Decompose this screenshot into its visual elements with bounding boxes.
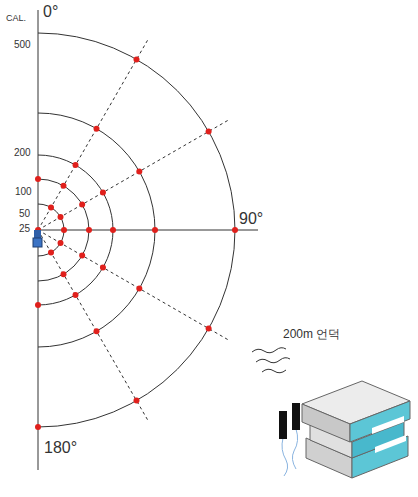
horizontal-axis	[38, 230, 258, 231]
measure-point	[73, 292, 79, 298]
wire	[292, 429, 297, 469]
measure-point	[136, 286, 142, 292]
measure-point	[48, 250, 54, 256]
range-label: 200	[14, 148, 31, 158]
measure-point	[79, 253, 85, 259]
angle-label: 90°	[239, 211, 263, 227]
hill-line	[252, 348, 286, 353]
measure-points	[35, 56, 238, 430]
angle-label: 0°	[43, 4, 58, 20]
building	[302, 381, 410, 478]
measure-point	[48, 204, 54, 210]
measure-point	[79, 202, 85, 208]
measure-point	[134, 398, 140, 404]
measure-point	[232, 227, 238, 233]
polar-grid	[38, 10, 258, 470]
building-face	[302, 404, 350, 442]
microphone	[279, 411, 287, 439]
measure-point	[94, 126, 100, 132]
measure-point	[94, 328, 100, 334]
measure-point	[35, 176, 41, 182]
microphone	[292, 403, 300, 430]
speaker-body	[33, 238, 42, 247]
measure-point	[206, 326, 212, 332]
angle-label: 180°	[44, 440, 77, 456]
measure-point	[35, 302, 41, 308]
measure-point	[100, 190, 106, 196]
measure-point	[73, 162, 79, 168]
range-label: 25	[19, 224, 30, 234]
hill-line	[262, 369, 286, 373]
speaker-icon	[33, 230, 42, 247]
range-arc	[38, 204, 64, 256]
window-band	[375, 435, 406, 453]
range-arc	[38, 33, 235, 427]
speaker-top	[34, 230, 41, 238]
window-band	[372, 416, 404, 434]
hill-mark	[252, 348, 290, 373]
measure-point	[136, 169, 142, 175]
angle-line	[38, 119, 230, 230]
measure-point	[110, 227, 116, 233]
measure-point	[86, 227, 92, 233]
measure-point	[58, 240, 64, 246]
measure-point	[100, 265, 106, 271]
hill-line	[256, 358, 290, 363]
microphones	[279, 403, 300, 476]
angle-line	[38, 230, 230, 341]
measure-point	[152, 227, 158, 233]
angle-line	[38, 230, 149, 422]
measure-point	[61, 183, 67, 189]
range-label: 50	[19, 209, 30, 219]
wire	[282, 438, 288, 476]
measure-point	[206, 129, 212, 135]
measure-point	[35, 424, 41, 430]
cal-label: CAL.	[6, 14, 26, 23]
range-arc	[38, 155, 113, 305]
range-arc	[38, 113, 155, 347]
building-face	[350, 401, 410, 442]
angle-line	[38, 38, 149, 230]
measure-point	[61, 271, 67, 277]
range-arc	[38, 179, 89, 281]
measure-point	[58, 214, 64, 220]
hill-label: 200m 언덕	[283, 328, 340, 340]
range-label: 500	[14, 40, 31, 50]
measure-point	[61, 227, 67, 233]
range-label: 100	[15, 187, 32, 197]
measure-point	[134, 56, 140, 62]
